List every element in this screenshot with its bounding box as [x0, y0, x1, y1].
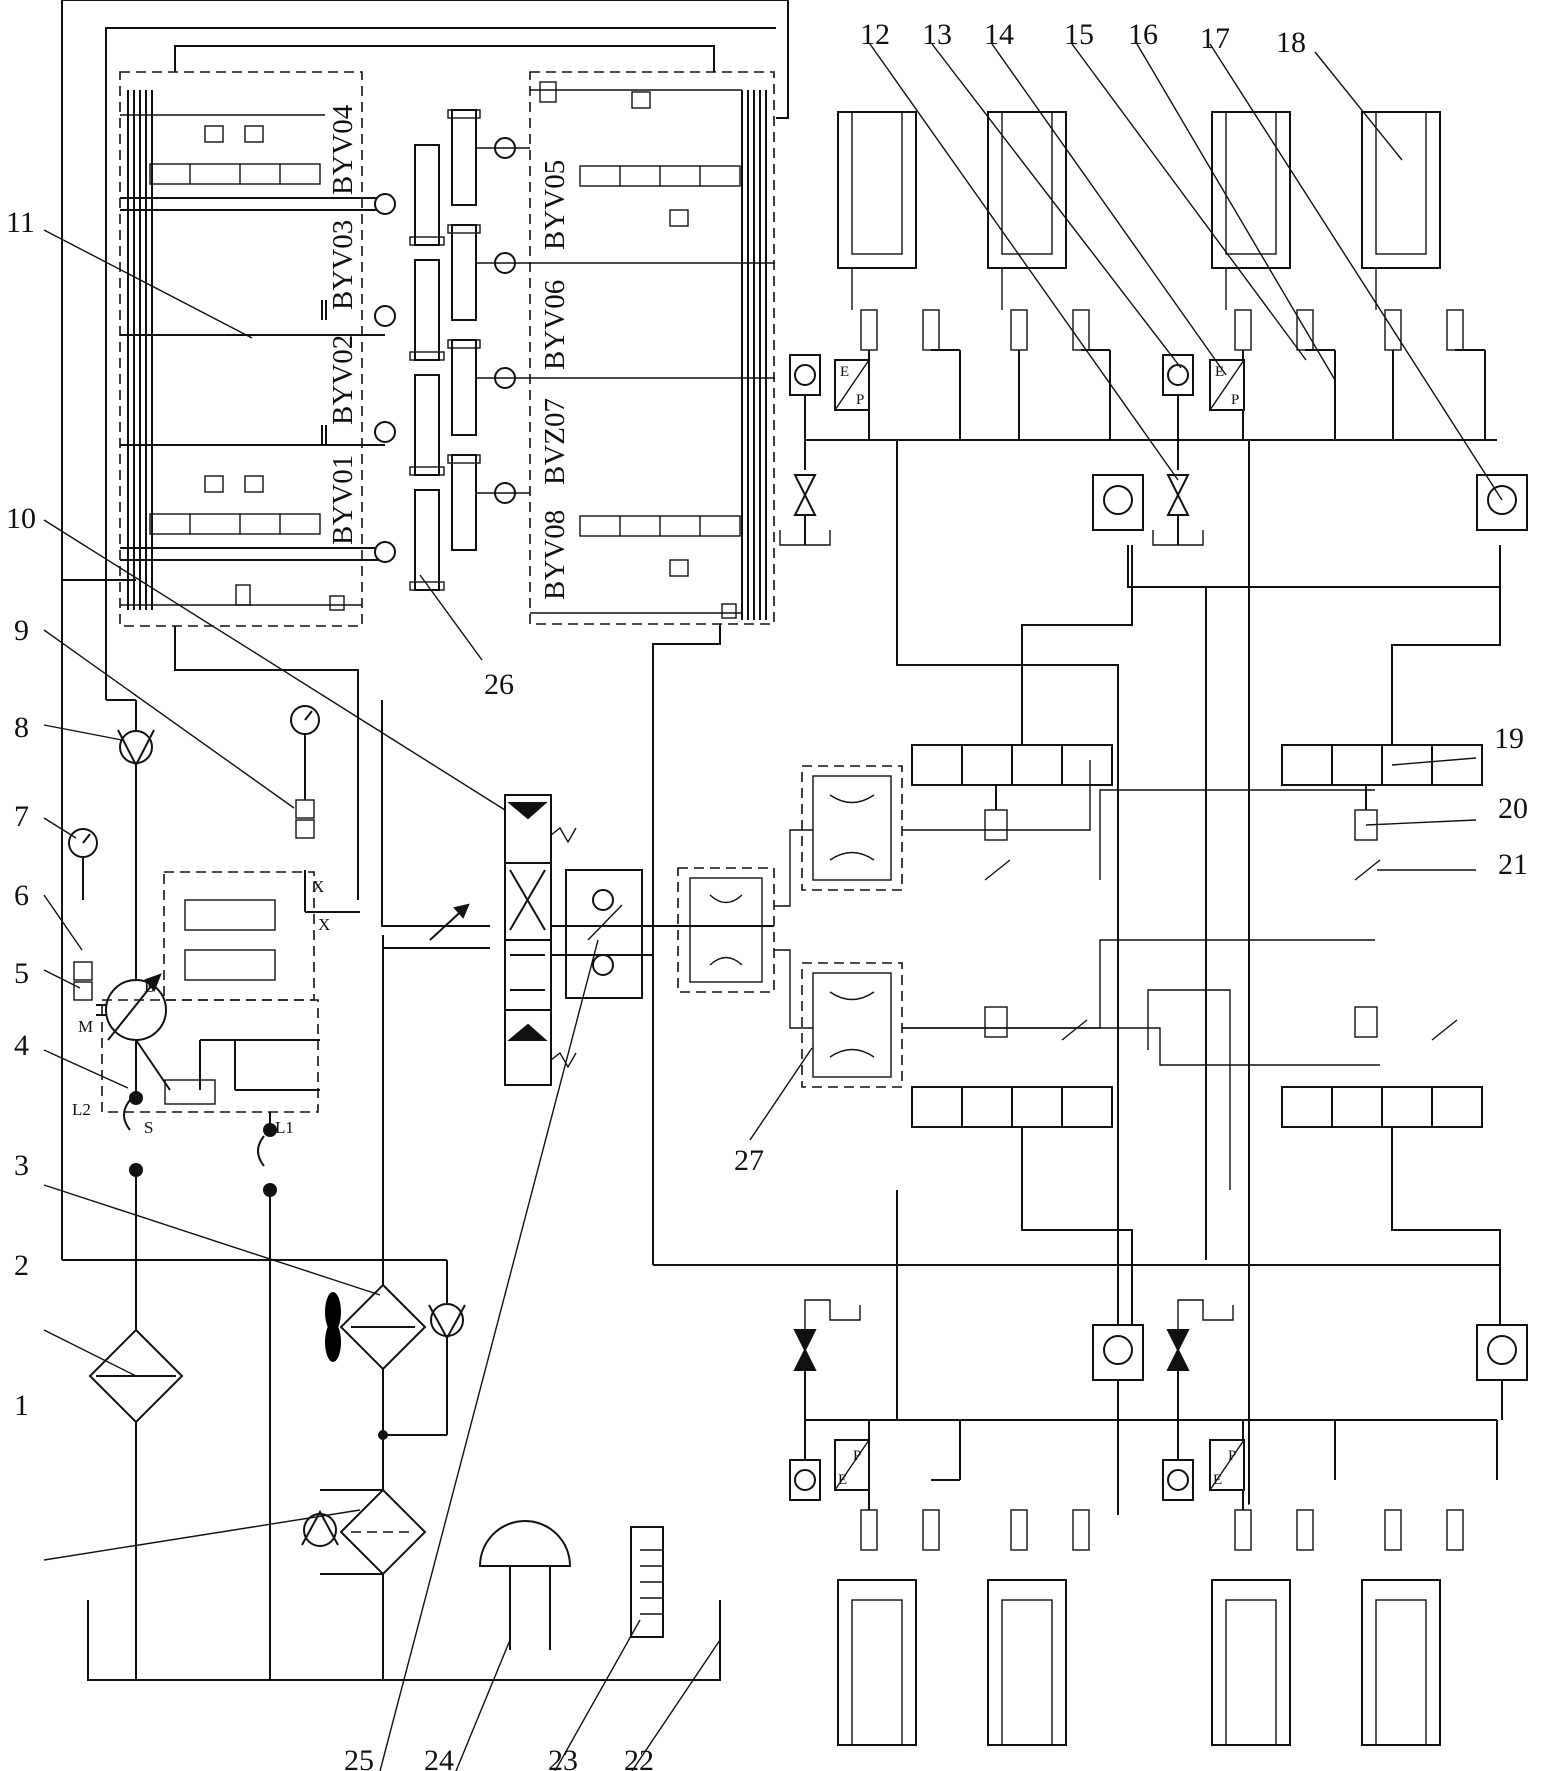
quick-coupler-5: [73, 961, 93, 981]
port-x1: X: [312, 877, 324, 896]
port-l1: L1: [275, 1118, 294, 1137]
port-l2: L2: [72, 1100, 91, 1119]
callout-12: 12: [860, 18, 890, 51]
leader-lines: [43, 43, 1503, 1771]
sensor-p-4: P: [1228, 1448, 1236, 1464]
callout-15: 15: [1064, 18, 1094, 51]
port-m: M: [78, 1017, 93, 1036]
sensor-p-3: P: [853, 1448, 861, 1464]
rear-wheel-2: [987, 1579, 1067, 1746]
port-x2: X: [318, 915, 330, 934]
pump-section: [68, 700, 664, 1680]
callout-25: 25: [344, 1744, 374, 1771]
callout-26: 26: [484, 668, 514, 701]
front-wheel-circuits: [779, 111, 1528, 546]
left-upper-valve: [149, 163, 321, 185]
callout-8: 8: [14, 711, 29, 744]
reservoir-tank: [87, 1600, 721, 1681]
label-byv05: BYV05: [539, 160, 571, 250]
port-labels: M L2 S L1 B X X E P E P P E P E: [72, 364, 1239, 1488]
callout-7: 7: [14, 800, 29, 833]
label-bvz07: BVZ07: [539, 398, 571, 485]
left-manifold: [119, 71, 385, 627]
label-byv01: BYV01: [327, 455, 359, 545]
callout-17: 17: [1200, 22, 1230, 55]
left-lower-valve: [149, 513, 321, 535]
label-byv06: BYV06: [539, 280, 571, 370]
flow-divider-25: [379, 869, 680, 1771]
callout-21: 21: [1498, 848, 1528, 881]
callout-24: 24: [424, 1744, 454, 1771]
front-wheel-18: [1361, 111, 1441, 269]
callout-3: 3: [14, 1149, 29, 1182]
drive-circuit: [653, 440, 1501, 1528]
front-wheel-2: [987, 111, 1067, 269]
callout-1: 1: [14, 1389, 29, 1422]
rear-wheel-3: [1211, 1579, 1291, 1746]
label-byv04: BYV04: [327, 104, 359, 195]
callout-16: 16: [1128, 18, 1158, 51]
callout-4: 4: [14, 1029, 29, 1062]
callout-19: 19: [1494, 722, 1524, 755]
check-valve-8: [119, 730, 153, 764]
sensor-e-4: E: [1213, 1472, 1222, 1488]
front-wheel-3: [1211, 111, 1291, 269]
label-byv03: BYV03: [327, 220, 359, 310]
main-pipes: [61, 0, 789, 1261]
main-directional-valve: [504, 794, 577, 1086]
port-b: B: [144, 977, 155, 996]
callout-5: 5: [14, 957, 29, 990]
port-s: S: [144, 1118, 153, 1137]
sensor-p-2: P: [1231, 392, 1239, 408]
rear-wheel-circuits: [789, 1299, 1528, 1746]
sensor-e-1: E: [840, 364, 849, 380]
air-breather: [478, 1520, 572, 1567]
cylinders: [374, 109, 775, 591]
callout-6: 6: [14, 879, 29, 912]
callout-20: 20: [1498, 792, 1528, 825]
callout-11: 11: [6, 206, 35, 239]
callout-18: 18: [1276, 26, 1306, 59]
label-byv08: BYV08: [539, 510, 571, 600]
callout-14: 14: [984, 18, 1014, 51]
callout-27: 27: [734, 1144, 764, 1177]
callout-9: 9: [14, 614, 29, 647]
callout-numbers: 1 2 3 4 5 6 7 8 9 10 11 12 13 14 15 16 1…: [6, 18, 1528, 1771]
bypass-check-3: [430, 1303, 464, 1337]
callout-23: 23: [548, 1744, 578, 1771]
sensor-p-1: P: [856, 392, 864, 408]
front-wheel-1: [837, 111, 917, 269]
callout-10: 10: [6, 502, 36, 535]
callout-13: 13: [922, 18, 952, 51]
rear-wheel-4: [1361, 1579, 1441, 1746]
callout-22: 22: [624, 1744, 654, 1771]
callout-2: 2: [14, 1249, 29, 1282]
label-byv02: BYV02: [327, 335, 359, 425]
rear-wheel-1: [837, 1579, 917, 1746]
sensor-e-3: E: [838, 1472, 847, 1488]
sensor-e-2: E: [1215, 364, 1224, 380]
valve-labels: BYV04 BYV03 BYV02 BYV01 BYV05 BYV06 BVZ0…: [327, 104, 571, 600]
